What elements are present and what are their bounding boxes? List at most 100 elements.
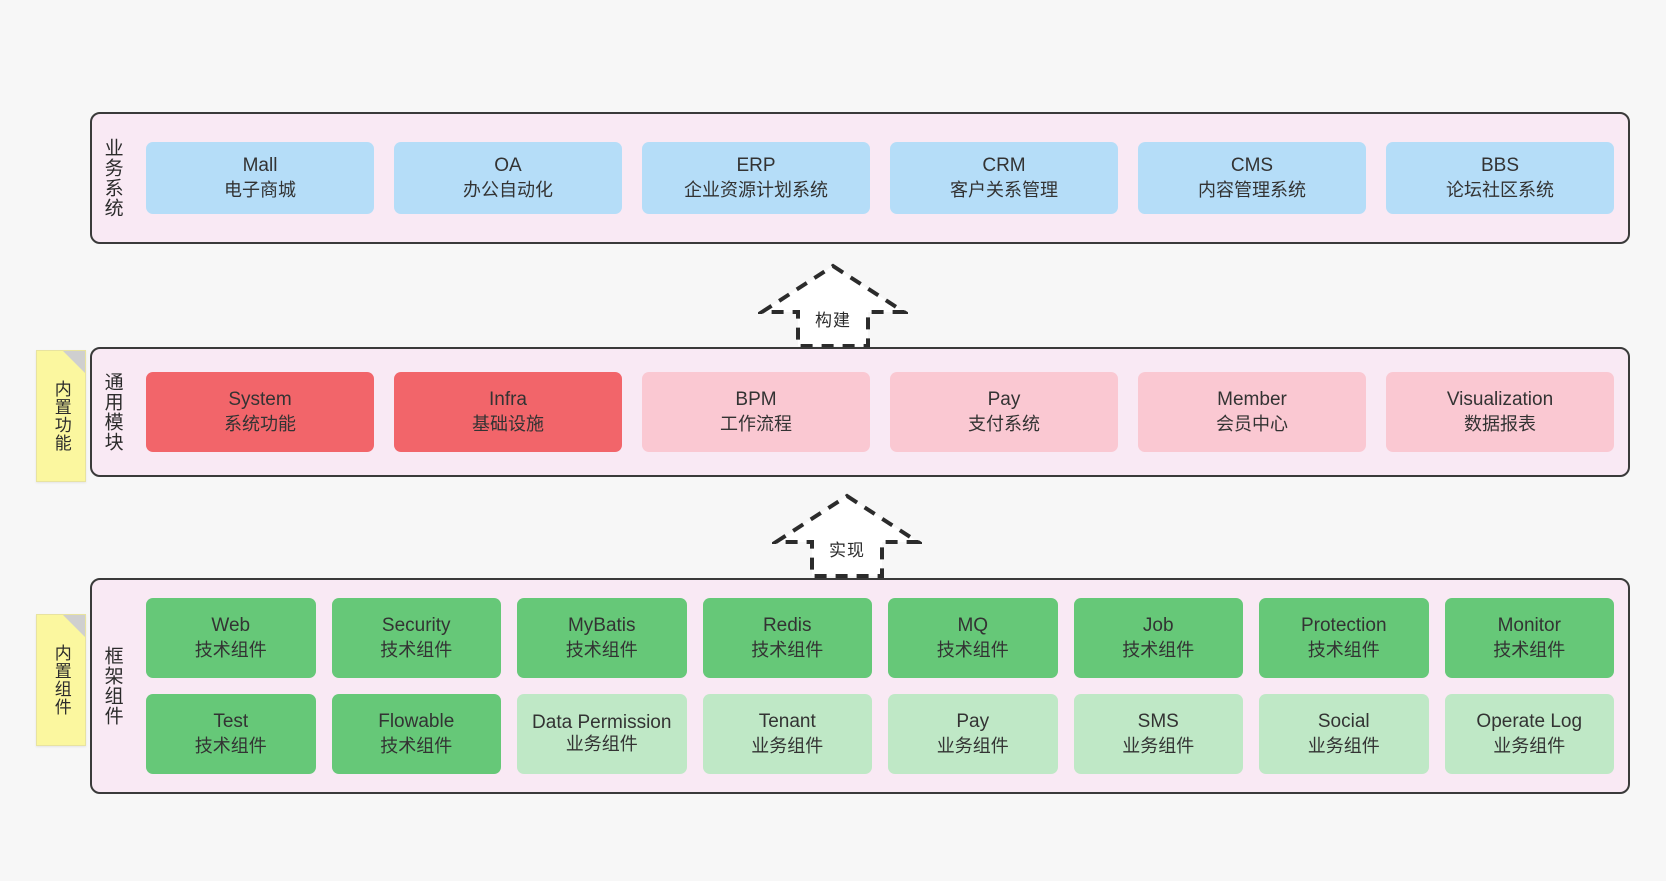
- card-title: CRM: [982, 155, 1026, 177]
- card-title: Web: [211, 615, 251, 637]
- card-subtitle: 工作流程: [720, 413, 792, 434]
- card-title: Pay: [987, 389, 1021, 411]
- card-subtitle: 技术组件: [936, 639, 1009, 660]
- card-subtitle: 会员中心: [1216, 413, 1288, 434]
- card-title: OA: [494, 155, 522, 177]
- layer-body-business-systems: Mall 电子商城 OA 办公自动化 ERP 企业资源计划系统 CRM 客户关系…: [132, 114, 1628, 242]
- card-infra[interactable]: Infra 基础设施: [394, 372, 622, 452]
- card-pay-module[interactable]: Pay 支付系统: [890, 372, 1118, 452]
- card-subtitle: 技术组件: [1493, 639, 1566, 660]
- card-oa[interactable]: OA 办公自动化: [394, 142, 622, 214]
- card-visualization[interactable]: Visualization 数据报表: [1386, 372, 1614, 452]
- card-subtitle: 内容管理系统: [1198, 179, 1306, 200]
- layer-common-modules: 通用模块 System 系统功能 Infra 基础设施 BPM 工作流程 Pay…: [90, 347, 1630, 477]
- card-title: Security: [381, 615, 451, 637]
- card-subtitle: 技术组件: [194, 639, 267, 660]
- card-title: ERP: [736, 155, 776, 177]
- card-title: Member: [1217, 389, 1287, 411]
- card-subtitle: 客户关系管理: [950, 179, 1058, 200]
- card-subtitle: 业务组件: [1122, 735, 1195, 756]
- layer-body-common-modules: System 系统功能 Infra 基础设施 BPM 工作流程 Pay 支付系统…: [132, 349, 1628, 475]
- card-flowable[interactable]: Flowable 技术组件: [331, 694, 501, 774]
- card-data-permission[interactable]: Data Permission 业务组件: [517, 694, 687, 774]
- arrow-implement-label: 实现: [829, 541, 865, 560]
- card-subtitle: 论坛社区系统: [1446, 179, 1554, 200]
- card-subtitle: 技术组件: [194, 735, 267, 756]
- card-title: Test: [213, 711, 249, 733]
- card-security[interactable]: Security 技术组件: [331, 598, 501, 678]
- card-row: Mall 电子商城 OA 办公自动化 ERP 企业资源计划系统 CRM 客户关系…: [146, 142, 1614, 214]
- card-title: BBS: [1480, 155, 1520, 177]
- card-subtitle: 技术组件: [1122, 639, 1195, 660]
- card-subtitle: 电子商城: [224, 179, 296, 200]
- note-builtin-components: 内置组件: [36, 614, 86, 746]
- arrow-build-icon: [758, 263, 908, 348]
- card-title: Redis: [762, 615, 812, 637]
- card-row: Test 技术组件 Flowable 技术组件 Data Permission …: [146, 694, 1614, 774]
- layer-framework-components: 框架组件 Web 技术组件 Security 技术组件 MyBatis 技术组件…: [90, 578, 1630, 794]
- card-subtitle: 企业资源计划系统: [684, 179, 828, 200]
- note-builtin-features: 内置功能: [36, 350, 86, 482]
- card-erp[interactable]: ERP 企业资源计划系统: [642, 142, 870, 214]
- layer-body-framework-components: Web 技术组件 Security 技术组件 MyBatis 技术组件 Redi…: [132, 580, 1628, 792]
- card-tenant[interactable]: Tenant 业务组件: [702, 694, 872, 774]
- card-title: System: [228, 389, 292, 411]
- card-member[interactable]: Member 会员中心: [1138, 372, 1366, 452]
- card-web[interactable]: Web 技术组件: [146, 598, 316, 678]
- card-title: Protection: [1300, 615, 1387, 637]
- card-title: MQ: [957, 615, 989, 637]
- layer-title-framework-components: 框架组件: [101, 646, 123, 726]
- card-mq[interactable]: MQ 技术组件: [888, 598, 1058, 678]
- card-title: Mall: [242, 155, 278, 177]
- layer-business-systems: 业务系统 Mall 电子商城 OA 办公自动化 ERP 企业资源计划系统 CRM…: [90, 112, 1630, 244]
- card-title: MyBatis: [567, 615, 636, 637]
- card-row: Web 技术组件 Security 技术组件 MyBatis 技术组件 Redi…: [146, 598, 1614, 678]
- card-title: Flowable: [378, 711, 455, 733]
- layer-title-business-systems: 业务系统: [101, 138, 123, 218]
- card-bbs[interactable]: BBS 论坛社区系统: [1386, 142, 1614, 214]
- card-subtitle: 系统功能: [224, 413, 296, 434]
- card-social[interactable]: Social 业务组件: [1259, 694, 1429, 774]
- card-operate-log[interactable]: Operate Log 业务组件: [1444, 694, 1614, 774]
- card-subtitle: 技术组件: [1307, 639, 1380, 660]
- card-title: Monitor: [1497, 615, 1561, 637]
- arrow-build: 构建: [758, 262, 908, 348]
- card-mybatis[interactable]: MyBatis 技术组件: [517, 598, 687, 678]
- card-title: Social: [1317, 711, 1370, 733]
- card-title: CMS: [1230, 155, 1274, 177]
- card-sms[interactable]: SMS 业务组件: [1073, 694, 1243, 774]
- card-test[interactable]: Test 技术组件: [146, 694, 316, 774]
- card-title: Pay: [956, 711, 990, 733]
- card-pay-component[interactable]: Pay 业务组件: [888, 694, 1058, 774]
- card-bpm[interactable]: BPM 工作流程: [642, 372, 870, 452]
- layer-title-common-modules: 通用模块: [101, 372, 123, 452]
- card-crm[interactable]: CRM 客户关系管理: [890, 142, 1118, 214]
- card-subtitle: 技术组件: [751, 639, 824, 660]
- card-title: Visualization: [1446, 389, 1554, 411]
- card-job[interactable]: Job 技术组件: [1073, 598, 1243, 678]
- card-title: BPM: [735, 389, 777, 411]
- card-title: SMS: [1137, 711, 1179, 733]
- card-mall[interactable]: Mall 电子商城: [146, 142, 374, 214]
- card-subtitle: 基础设施: [472, 413, 544, 434]
- card-protection[interactable]: Protection 技术组件: [1259, 598, 1429, 678]
- card-subtitle: 业务组件: [1493, 735, 1566, 756]
- card-subtitle: 办公自动化: [463, 179, 553, 200]
- arrow-implement: 实现: [772, 492, 922, 578]
- card-subtitle: 技术组件: [380, 639, 453, 660]
- arrow-build-label: 构建: [815, 311, 851, 330]
- card-monitor[interactable]: Monitor 技术组件: [1444, 598, 1614, 678]
- card-subtitle: 支付系统: [968, 413, 1040, 434]
- card-title: Infra: [488, 389, 528, 411]
- card-cms[interactable]: CMS 内容管理系统: [1138, 142, 1366, 214]
- card-subtitle: 业务组件: [1307, 735, 1380, 756]
- card-redis[interactable]: Redis 技术组件: [702, 598, 872, 678]
- card-subtitle: 数据报表: [1464, 413, 1536, 434]
- card-title: Data Permission: [532, 711, 672, 733]
- card-title: Job: [1142, 615, 1174, 637]
- card-row: System 系统功能 Infra 基础设施 BPM 工作流程 Pay 支付系统…: [146, 372, 1614, 452]
- card-system[interactable]: System 系统功能: [146, 372, 374, 452]
- card-subtitle: 业务组件: [936, 735, 1009, 756]
- card-title: Operate Log: [1476, 711, 1583, 733]
